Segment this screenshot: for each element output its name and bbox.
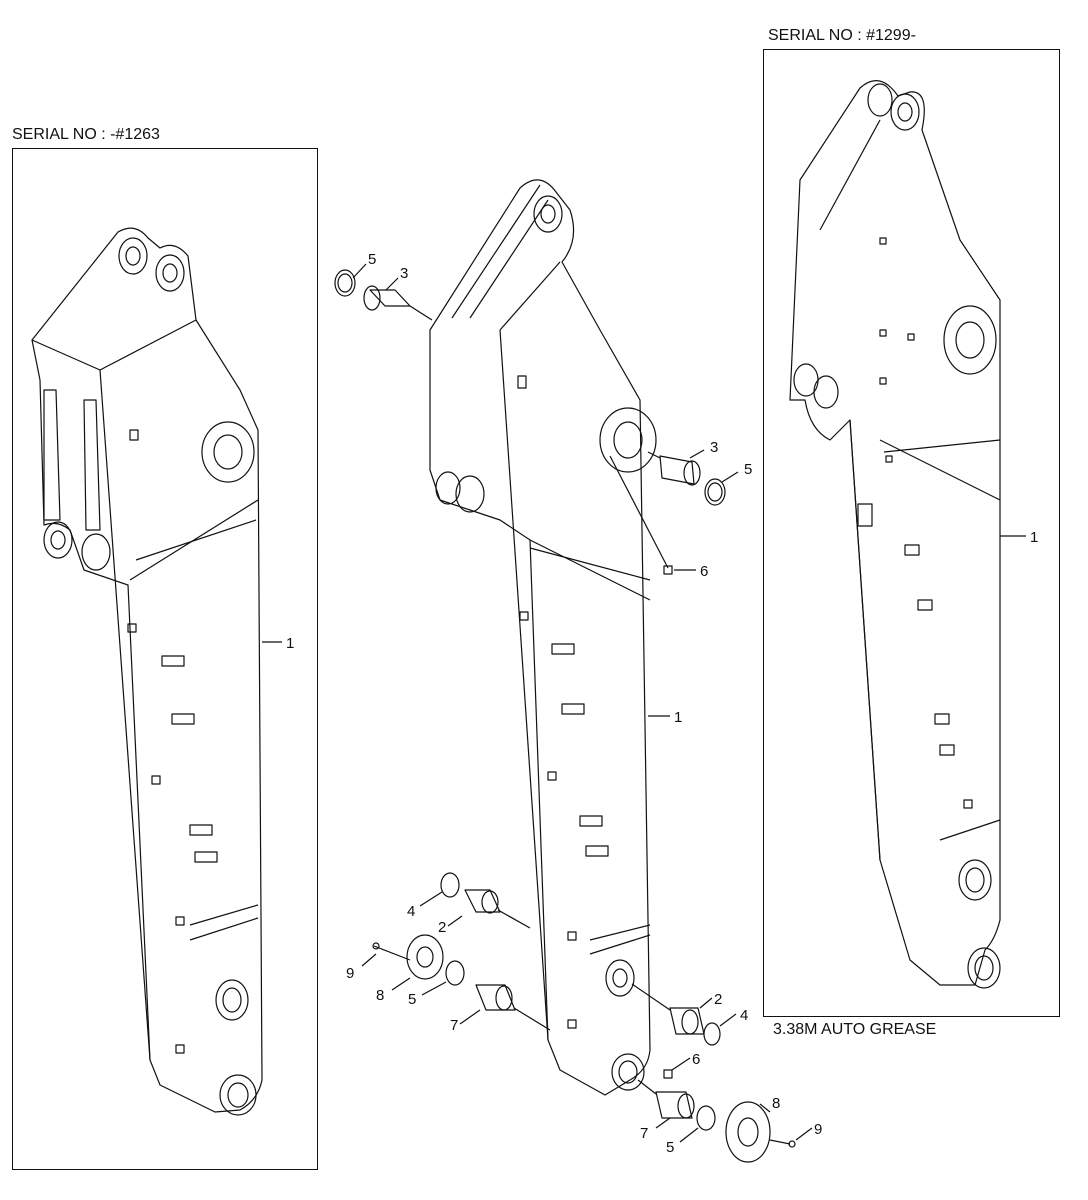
callout-1: 1 bbox=[674, 709, 682, 726]
left-cylinder-boss bbox=[201, 421, 255, 483]
left-boom bbox=[31, 227, 282, 1116]
callout-8: 8 bbox=[772, 1095, 780, 1112]
plate-8b bbox=[725, 1101, 771, 1163]
bushing-3a bbox=[369, 289, 411, 307]
right-callout-1: 1 bbox=[1030, 529, 1038, 546]
callout-7: 7 bbox=[450, 1017, 458, 1034]
callout-3: 3 bbox=[400, 265, 408, 282]
callout-7: 7 bbox=[640, 1125, 648, 1142]
bushing-7b bbox=[655, 1091, 693, 1119]
seal-ring-5d bbox=[696, 1105, 716, 1131]
grease-fitting-6a bbox=[663, 565, 673, 575]
callout-2: 2 bbox=[438, 919, 446, 936]
callout-4: 4 bbox=[740, 1007, 748, 1024]
callout-2: 2 bbox=[714, 991, 722, 1008]
right-boom bbox=[789, 80, 1026, 989]
seal-ring-5b bbox=[704, 478, 726, 506]
callout-4: 4 bbox=[407, 903, 415, 920]
callout-5: 5 bbox=[368, 251, 376, 268]
seal-ring-4a bbox=[440, 872, 460, 898]
left-top-pin-boss bbox=[118, 237, 148, 275]
right-serial-label: SERIAL NO : #1299- bbox=[768, 27, 916, 44]
grease-fitting-6b bbox=[663, 1069, 673, 1079]
callout-8: 8 bbox=[376, 987, 384, 1004]
exploded-parts bbox=[334, 263, 813, 1163]
left-serial-label: SERIAL NO : -#1263 bbox=[12, 126, 160, 143]
bushing-3b bbox=[659, 455, 695, 485]
left-panel-frame bbox=[12, 148, 318, 1170]
callout-5: 5 bbox=[744, 461, 752, 478]
right-caption: 3.38M AUTO GREASE bbox=[773, 1021, 937, 1038]
bolt-9b bbox=[769, 1139, 791, 1145]
callout-6: 6 bbox=[692, 1051, 700, 1068]
callout-3: 3 bbox=[710, 439, 718, 456]
seal-ring-5a bbox=[334, 269, 356, 297]
callout-9: 9 bbox=[814, 1121, 822, 1138]
seal-ring-5c bbox=[445, 960, 465, 986]
right-panel-frame bbox=[763, 49, 1060, 1017]
seal-ring-4b bbox=[703, 1022, 721, 1046]
callout-5: 5 bbox=[408, 991, 416, 1008]
bushing-2a bbox=[464, 889, 501, 913]
bolt-9a bbox=[373, 945, 411, 961]
callout-6: 6 bbox=[700, 563, 708, 580]
plate-8a bbox=[406, 934, 444, 980]
callout-5: 5 bbox=[666, 1139, 674, 1156]
left-callout-1: 1 bbox=[286, 635, 294, 652]
center-boom bbox=[429, 179, 670, 1096]
callout-9: 9 bbox=[346, 965, 354, 982]
bushing-7a bbox=[475, 984, 516, 1011]
bushing-2b bbox=[669, 1007, 705, 1035]
